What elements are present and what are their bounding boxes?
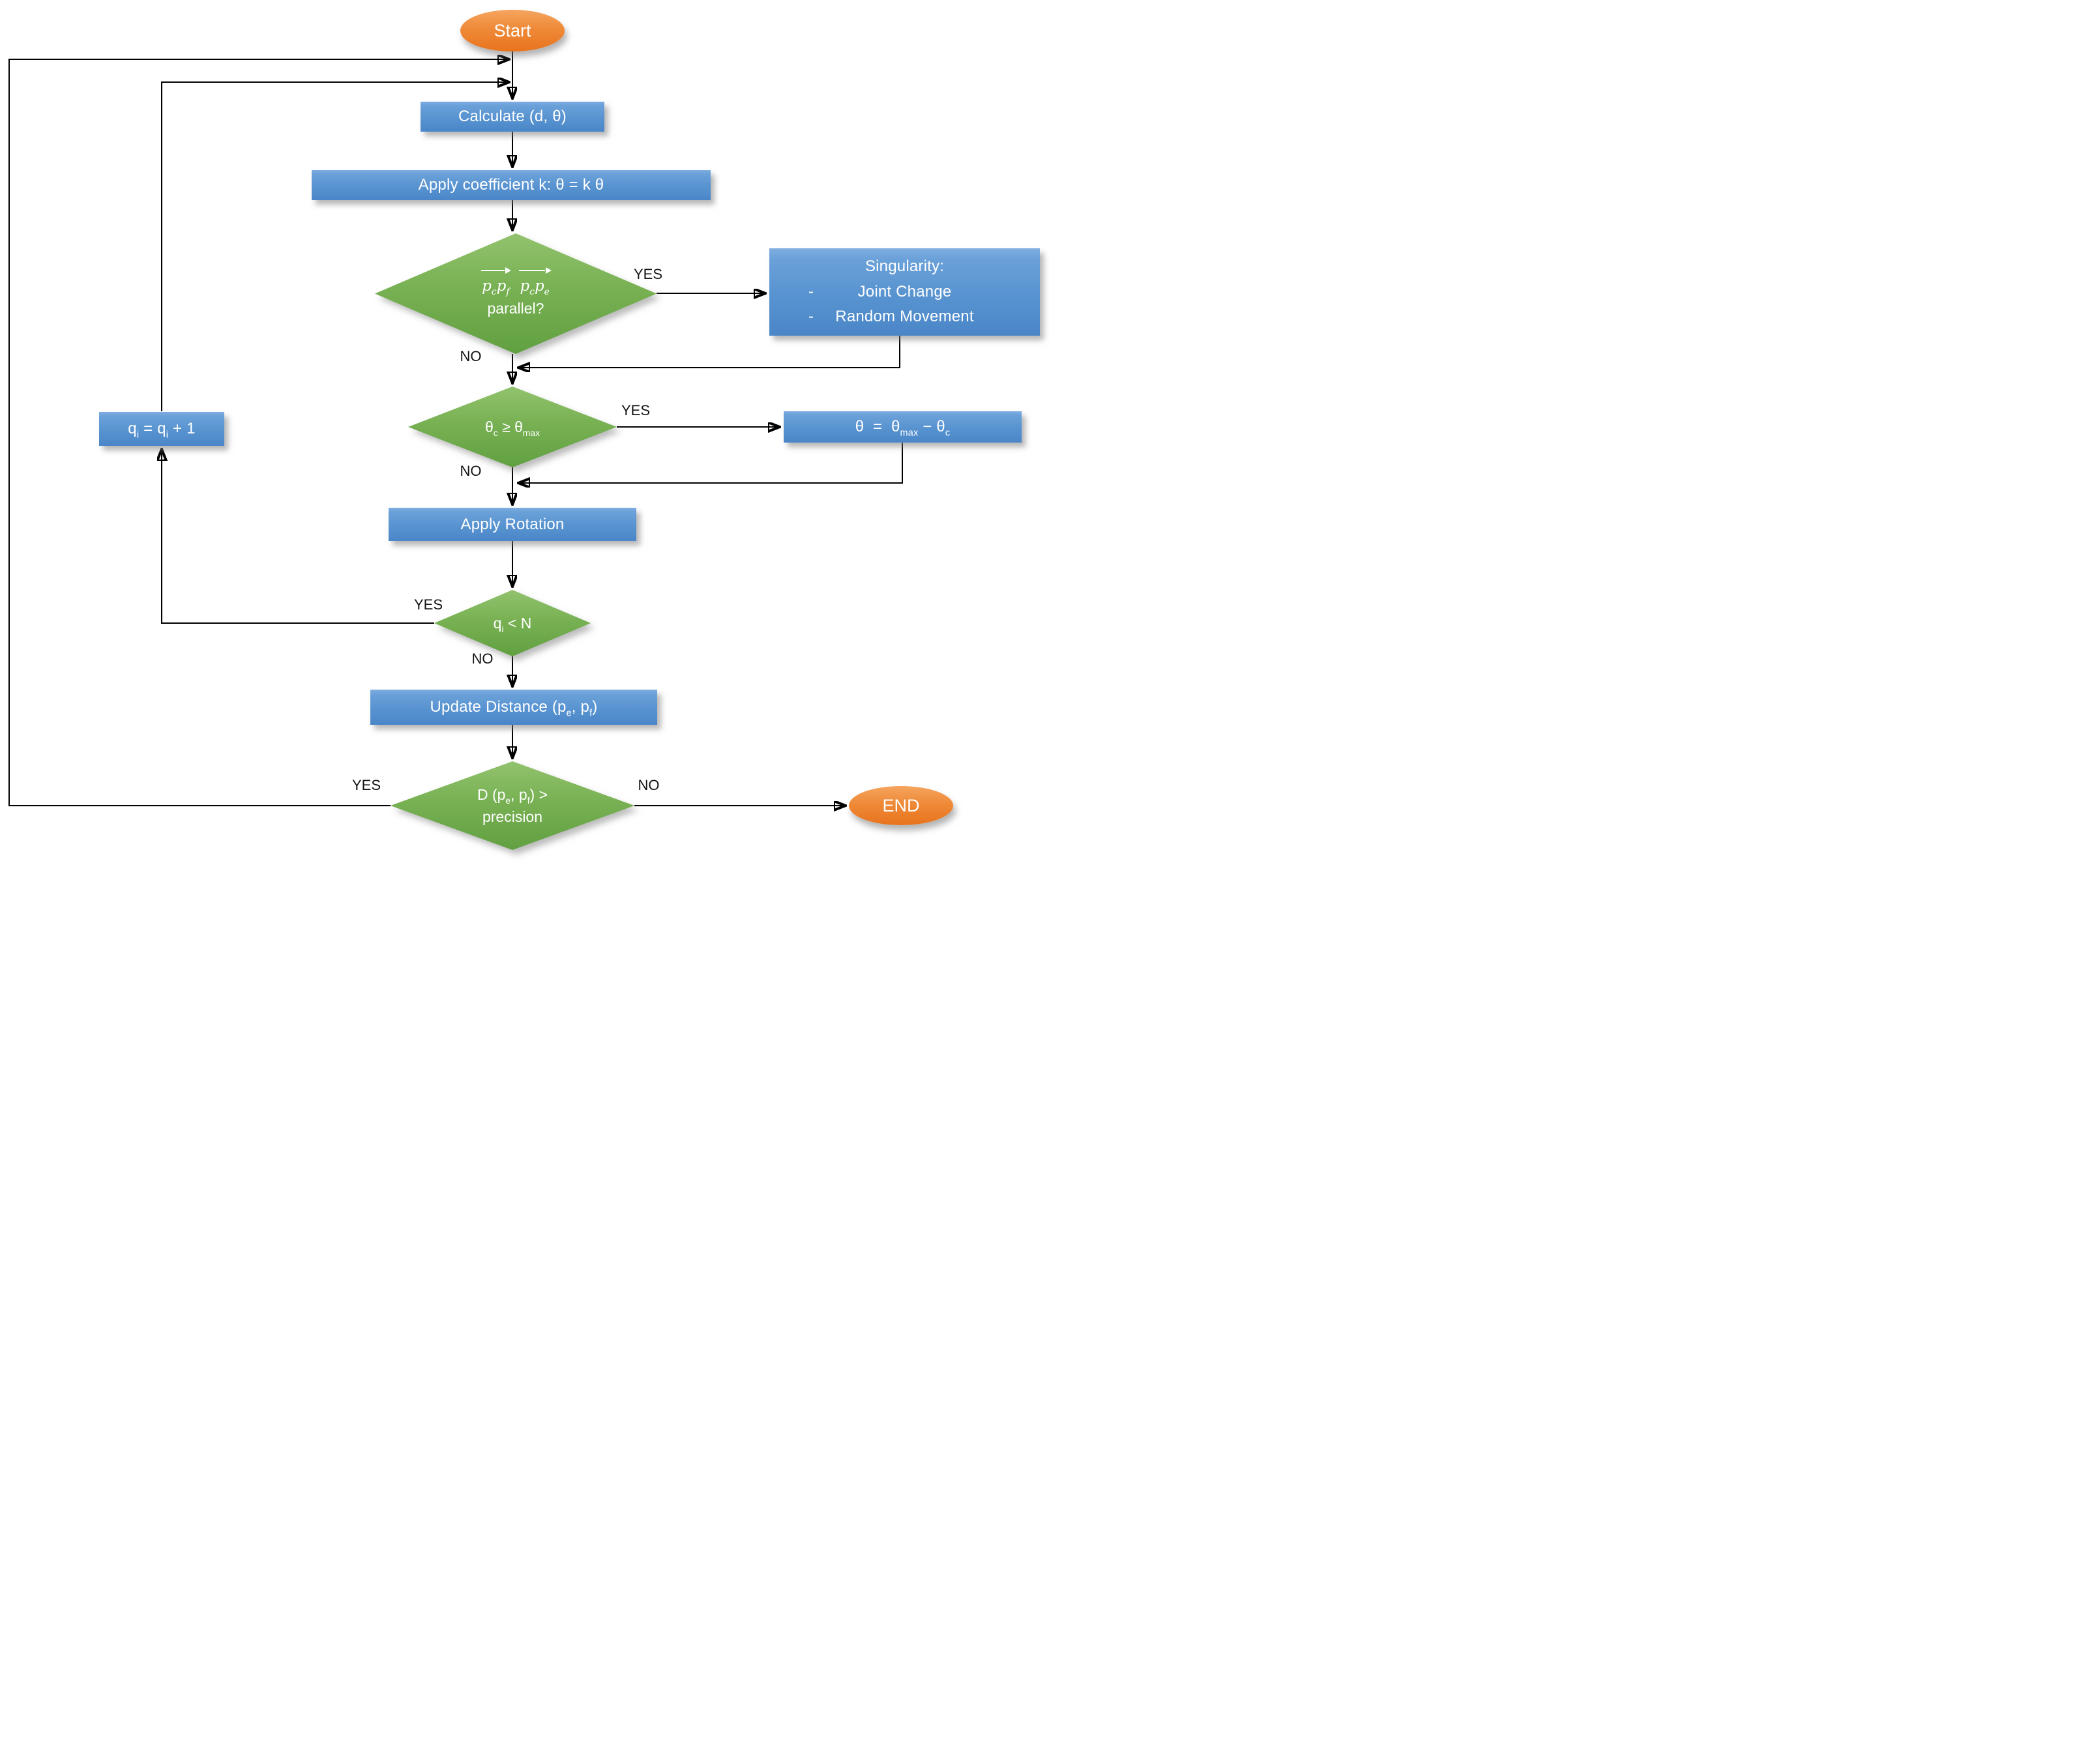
end-label: END <box>882 795 920 815</box>
vector-pcpf: pcpf <box>480 267 512 298</box>
edge-label-theta-no: NO <box>460 463 482 479</box>
calculate-label: Calculate (d, θ) <box>458 108 567 125</box>
singularity-item-label: Random Movement <box>835 308 974 326</box>
precision-decision-line2: precision <box>482 808 543 825</box>
singularity-item-joint-change: - Joint Change <box>769 280 1040 304</box>
connector-layer <box>8 51 903 870</box>
apply-rotation-label: Apply Rotation <box>460 515 565 533</box>
start-label: Start <box>494 20 531 40</box>
theta-check-label: θc ≥ θmax <box>485 418 540 438</box>
edge-outer-loop-return <box>8 59 509 806</box>
start-node: Start <box>460 10 565 51</box>
singularity-item-label: Joint Change <box>857 282 952 300</box>
update-distance-node: Update Distance (pe, pf) <box>370 690 657 725</box>
edge-assign-return <box>519 443 903 483</box>
apply-coefficient-node: Apply coefficient k: θ = k θ <box>312 170 711 200</box>
apply-rotation-node: Apply Rotation <box>389 508 636 541</box>
flowchart-canvas: Start Calculate (d, θ) Apply coefficient… <box>0 0 1050 870</box>
qi-increment-label: qi = qi + 1 <box>128 420 196 441</box>
end-node: END <box>849 786 953 825</box>
singularity-item-random-movement: - Random Movement <box>769 304 1040 329</box>
edge-label-parallel-no: NO <box>460 348 482 364</box>
update-distance-label: Update Distance (pe, pf) <box>430 698 598 719</box>
edge-qicheck-yes-to-increment <box>162 450 434 624</box>
edge-singularity-return <box>519 336 900 368</box>
bullet-dash: - <box>808 282 814 300</box>
precision-decision-line1: D (pe, pf) > <box>477 785 548 806</box>
theta-assign-label: θ = θmax − θc <box>855 418 951 439</box>
theta-assign-node: θ = θmax − θc <box>784 411 1022 443</box>
edge-label-qi-yes: YES <box>413 596 443 613</box>
singularity-node: Singularity: - Joint Change - Random Mov… <box>769 248 1040 336</box>
edge-inner-loop-return <box>161 82 509 411</box>
singularity-title: Singularity: <box>865 257 945 276</box>
edge-label-precision-yes: YES <box>351 777 381 793</box>
precision-decision-node: D (pe, pf) > precision <box>391 761 634 850</box>
qi-check-decision-node: qi < N <box>434 590 591 656</box>
edge-label-precision-no: NO <box>638 777 660 793</box>
qi-increment-node: qi = qi + 1 <box>99 412 224 446</box>
edge-label-qi-no: NO <box>471 650 494 667</box>
apply-coefficient-label: Apply coefficient k: θ = k θ <box>418 176 604 194</box>
calculate-node: Calculate (d, θ) <box>421 102 604 132</box>
edge-label-parallel-yes: YES <box>633 266 663 282</box>
vector-pcpe: pcpe <box>518 267 552 298</box>
edge-label-theta-yes: YES <box>621 402 651 418</box>
bullet-dash: - <box>808 308 814 326</box>
parallel-decision-question: parallel? <box>487 300 544 317</box>
theta-check-decision-node: θc ≥ θmax <box>408 387 617 467</box>
qi-check-label: qi < N <box>493 614 532 634</box>
